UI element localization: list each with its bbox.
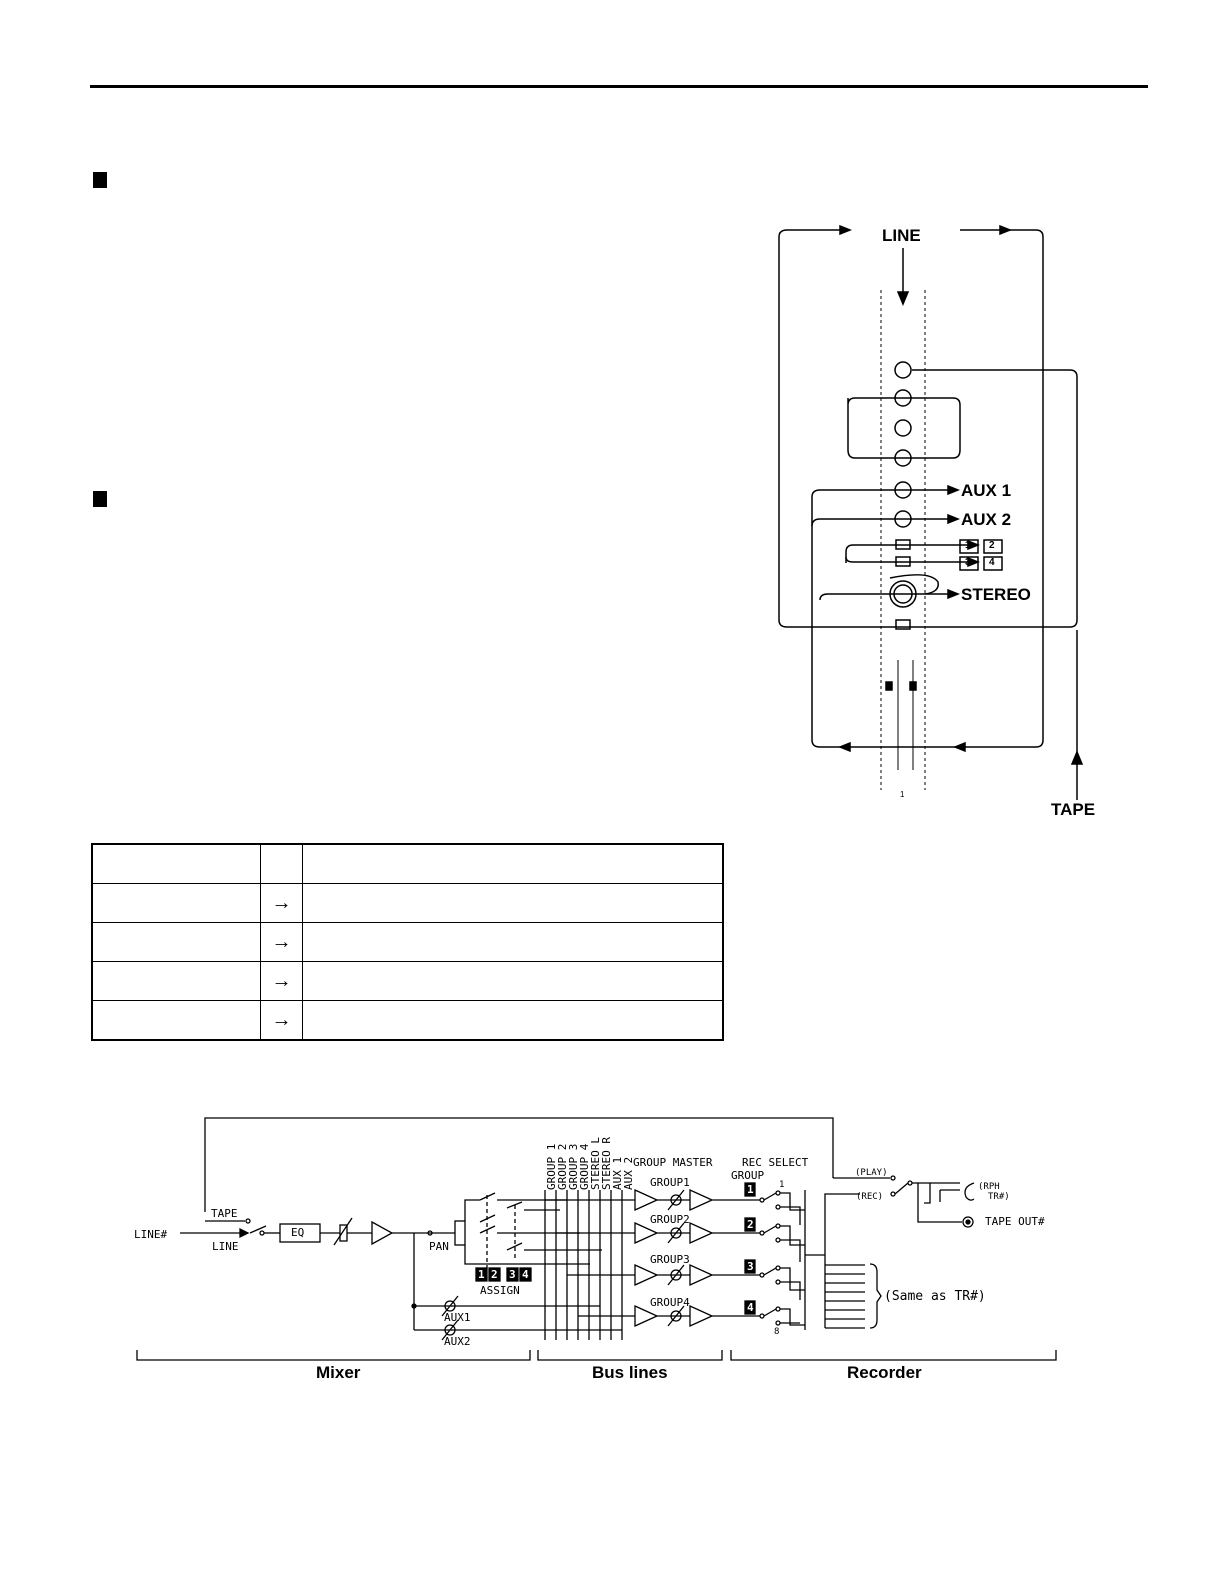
track-last-label: 8 bbox=[774, 1327, 780, 1337]
pan-label: PAN bbox=[429, 1240, 449, 1253]
tape-out-label: TAPE OUT# bbox=[985, 1215, 1045, 1228]
group1-master-label: GROUP1 bbox=[650, 1176, 690, 1189]
aux1-send-label: AUX1 bbox=[444, 1311, 471, 1324]
arrow-icon: → bbox=[260, 883, 303, 923]
section-bullet-1 bbox=[93, 172, 107, 188]
rec-select-4: 4 bbox=[747, 1301, 754, 1314]
tape-input-label: TAPE bbox=[1051, 800, 1096, 819]
tr-label: TR#) bbox=[988, 1192, 1010, 1202]
section-bullet-2 bbox=[93, 491, 107, 507]
same-as-tr-label: (Same as TR#) bbox=[884, 1289, 986, 1304]
table-row: → bbox=[91, 922, 724, 962]
rec-select-3: 3 bbox=[747, 1260, 754, 1273]
group4-master-label: GROUP4 bbox=[650, 1296, 690, 1309]
line-input-port: LINE# bbox=[134, 1228, 168, 1241]
assign-number-2: 2 bbox=[491, 1268, 498, 1281]
bus-lines-section-label: Bus lines bbox=[592, 1363, 668, 1382]
table-row: → bbox=[91, 961, 724, 1001]
assign-number-4: 4 bbox=[522, 1268, 529, 1281]
line-switch-label: LINE bbox=[212, 1240, 239, 1253]
assign-number-3: 3 bbox=[509, 1268, 516, 1281]
assign-number-1: 1 bbox=[478, 1268, 485, 1281]
group-button-4: 4 bbox=[989, 557, 995, 568]
group-master-header: GROUP MASTER bbox=[633, 1156, 713, 1169]
rec-select-2: 2 bbox=[747, 1218, 754, 1231]
arrow-icon: → bbox=[260, 922, 303, 962]
track-first-label: 1 bbox=[779, 1180, 785, 1190]
recorder-section-label: Recorder bbox=[847, 1363, 922, 1382]
aux2-send-label: AUX2 bbox=[444, 1335, 471, 1348]
routing-table: → → → → bbox=[91, 843, 724, 1041]
group3-master-label: GROUP3 bbox=[650, 1253, 690, 1266]
rec-label: (REC) bbox=[856, 1192, 884, 1202]
rec-select-1: 1 bbox=[747, 1183, 754, 1196]
aux1-output-label: AUX 1 bbox=[961, 481, 1012, 500]
eq-block: EQ bbox=[291, 1226, 305, 1239]
group-button-1: 1 bbox=[965, 540, 971, 551]
tape-switch-label: TAPE bbox=[211, 1207, 238, 1220]
channel-number: 1 bbox=[900, 790, 905, 799]
arrow-icon: → bbox=[260, 961, 303, 1001]
aux2-output-label: AUX 2 bbox=[961, 510, 1012, 529]
group2-master-label: GROUP2 bbox=[650, 1213, 690, 1226]
rec-select-group-label: GROUP bbox=[731, 1169, 765, 1182]
table-row: → bbox=[91, 1000, 724, 1041]
mixer-section-label: Mixer bbox=[316, 1363, 361, 1382]
rph-label: (RPH bbox=[978, 1182, 1000, 1192]
line-input-label: LINE bbox=[882, 226, 921, 245]
rec-select-header: REC SELECT bbox=[742, 1156, 809, 1169]
play-label: (PLAY) bbox=[855, 1168, 888, 1178]
arrow-icon: → bbox=[260, 1000, 303, 1041]
stereo-output-label: STEREO bbox=[961, 585, 1031, 604]
assign-label: ASSIGN bbox=[480, 1284, 520, 1297]
top-rule bbox=[90, 85, 1148, 88]
group-button-3: 3 bbox=[965, 557, 971, 568]
group-button-2: 2 bbox=[989, 540, 995, 551]
